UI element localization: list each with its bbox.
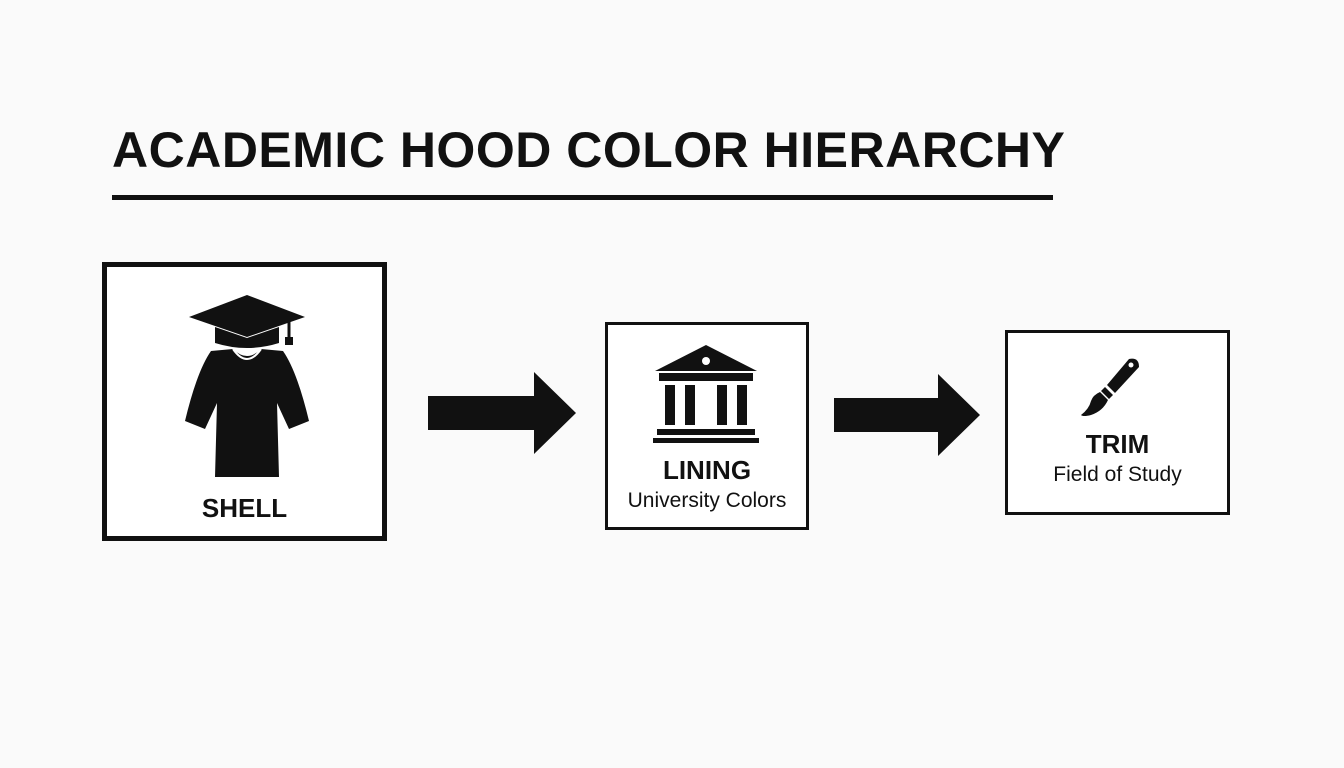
arrow-shell-to-lining	[428, 372, 576, 454]
trim-label: TRIM	[1085, 429, 1150, 459]
diagram-title: ACADEMIC HOOD COLOR HIERARCHY	[112, 122, 1066, 178]
arrow-lining-to-trim	[834, 374, 980, 456]
lining-label: LINING	[662, 455, 752, 485]
paintbrush-icon	[1081, 358, 1139, 416]
title-underline	[112, 195, 1053, 200]
university-building-icon	[653, 345, 759, 443]
lining-subtitle: University Colors	[627, 489, 787, 512]
trim-box: TRIM Field of Study	[1005, 330, 1230, 515]
graduation-gown-icon	[185, 295, 309, 477]
shell-box: SHELL	[102, 262, 387, 541]
trim-subtitle: Field of Study	[1053, 463, 1182, 486]
shell-label: SHELL	[201, 493, 288, 523]
lining-box: LINING University Colors	[605, 322, 809, 530]
